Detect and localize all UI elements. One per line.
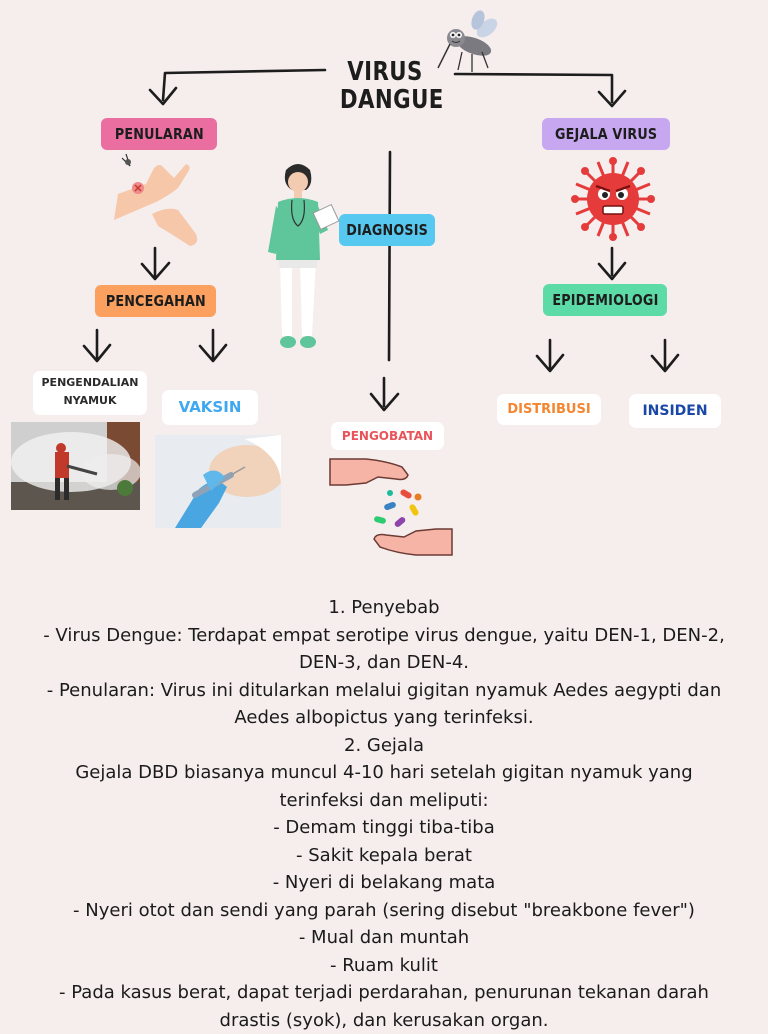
- mosquito-bite-hand-illustration: [108, 148, 204, 250]
- body-text-line: - Sakit kepala berat: [20, 842, 748, 870]
- body-text-line: 2. Gejala: [20, 732, 748, 760]
- vaccine-photo-art: [155, 435, 281, 528]
- diagram-title: VIRUS DANGUE: [340, 58, 430, 114]
- connector-title-penularan: [163, 70, 325, 100]
- body-text-line: - Penularan: Virus ini ditularkan melalu…: [20, 677, 748, 705]
- body-text-line: Aedes albopictus yang terinfeksi.: [20, 704, 748, 732]
- body-text-line: 1. Penyebab: [20, 594, 748, 622]
- body-text-line: - Ruam kulit: [20, 952, 748, 980]
- connector-title-gejala: [455, 74, 612, 102]
- node-epidemiologi-label: EPIDEMIOLOGI: [552, 284, 658, 316]
- node-pengendalian-nyamuk: PENGENDALIAN NYAMUK: [33, 371, 147, 415]
- body-text: 1. Penyebab- Virus Dengue: Terdapat empa…: [20, 594, 748, 1034]
- body-text-line: drastis (syok), dan kerusakan organ.: [20, 1007, 748, 1034]
- connector-center: [389, 152, 390, 360]
- node-pencegahan-label: PENCEGAHAN: [105, 285, 205, 317]
- body-text-line: - Virus Dengue: Terdapat empat serotipe …: [20, 622, 748, 650]
- node-diagnosis-label: DIAGNOSIS: [346, 214, 428, 246]
- body-text-line: - Nyeri di belakang mata: [20, 869, 748, 897]
- node-pengobatan: PENGOBATAN: [331, 422, 444, 450]
- pengendalian-line-1: PENGENDALIAN: [33, 374, 147, 392]
- body-text-line: terinfeksi dan meliputi:: [20, 787, 748, 815]
- fogging-photo: [11, 422, 140, 510]
- body-text-line: - Nyeri otot dan sendi yang parah (serin…: [20, 897, 748, 925]
- hands-pills-illustration: [326, 455, 456, 563]
- node-vaksin-label: VAKSIN: [179, 398, 242, 416]
- nurse-illustration: [262, 160, 342, 354]
- body-text-line: - Mual dan muntah: [20, 924, 748, 952]
- node-pengobatan-label: PENGOBATAN: [342, 429, 433, 443]
- node-pencegahan: PENCEGAHAN: [95, 285, 216, 317]
- node-epidemiologi: EPIDEMIOLOGI: [543, 284, 667, 316]
- node-gejala-virus-label: GEJALA VIRUS: [555, 118, 657, 150]
- pengendalian-line-2: NYAMUK: [33, 392, 147, 410]
- mosquito-icon: [432, 6, 508, 76]
- node-distribusi-label: DISTRIBUSI: [507, 402, 590, 417]
- node-penularan-label: PENULARAN: [115, 118, 204, 150]
- node-distribusi: DISTRIBUSI: [497, 394, 601, 425]
- node-vaksin: VAKSIN: [162, 390, 258, 425]
- fogging-photo-art: [11, 422, 140, 510]
- body-text-line: Gejala DBD biasanya muncul 4-10 hari set…: [20, 759, 748, 787]
- body-text-line: DEN-3, dan DEN-4.: [20, 649, 748, 677]
- node-penularan: PENULARAN: [101, 118, 217, 150]
- virus-icon: [570, 156, 656, 242]
- node-insiden-label: INSIDEN: [642, 403, 707, 419]
- node-insiden: INSIDEN: [629, 394, 721, 428]
- title-line-2: DANGUE: [340, 86, 430, 114]
- body-text-line: - Demam tinggi tiba-tiba: [20, 814, 748, 842]
- node-gejala-virus: GEJALA VIRUS: [542, 118, 670, 150]
- title-line-1: VIRUS: [340, 58, 430, 86]
- body-text-line: - Pada kasus berat, dapat terjadi perdar…: [20, 979, 748, 1007]
- node-diagnosis: DIAGNOSIS: [339, 214, 435, 246]
- vaccine-photo: [155, 435, 281, 528]
